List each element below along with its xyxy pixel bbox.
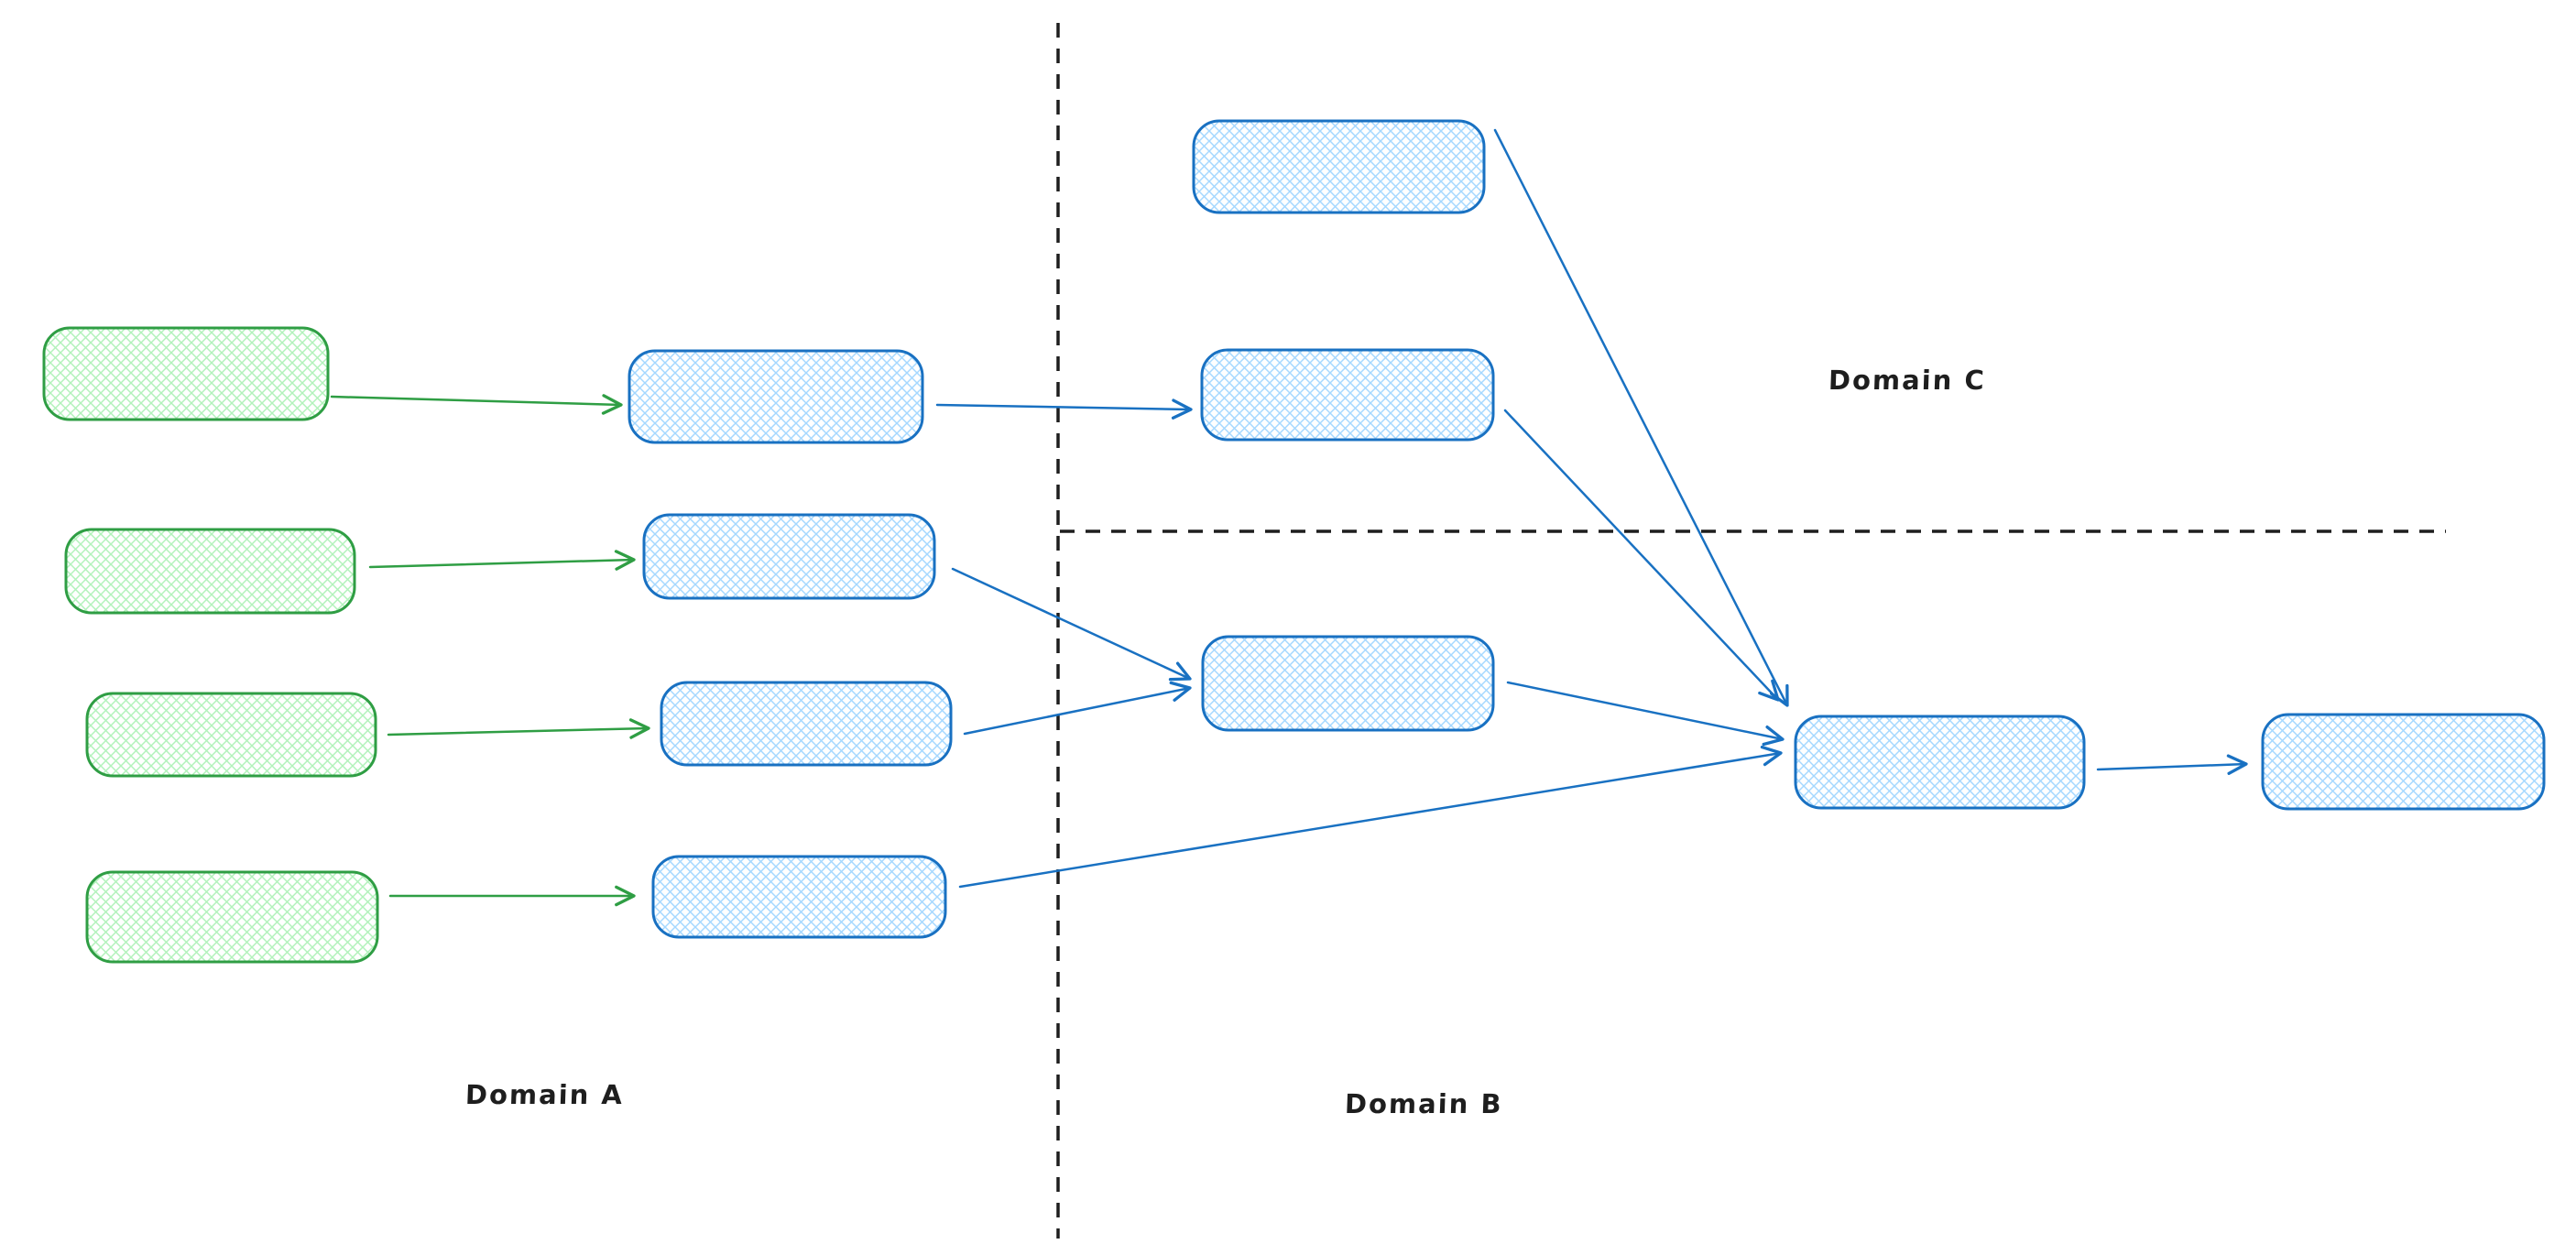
domain-c-label[interactable]: Domain C bbox=[1828, 365, 1987, 396]
node-blue-output[interactable] bbox=[2261, 713, 2546, 811]
edge-green-source-3-to-blue-stage1-3[interactable] bbox=[387, 718, 650, 739]
node-green-source-3[interactable] bbox=[85, 692, 377, 778]
node-blue-stage2-mid[interactable] bbox=[1200, 348, 1495, 442]
node-blue-stage1-4[interactable] bbox=[651, 855, 947, 939]
edge-blue-stage1-4-to-blue-aggregator[interactable] bbox=[958, 745, 1783, 889]
edge-blue-aggregator-to-blue-output[interactable] bbox=[2096, 754, 2248, 775]
domain-a-label[interactable]: Domain A bbox=[464, 1079, 625, 1110]
edge-blue-stage2-mid-to-blue-aggregator[interactable] bbox=[1503, 409, 1780, 702]
domain-b-label[interactable]: Domain B bbox=[1344, 1088, 1504, 1119]
node-blue-stage2-low[interactable] bbox=[1201, 635, 1495, 732]
edge-green-source-2-to-blue-stage1-2[interactable] bbox=[368, 550, 636, 571]
edge-green-source-1-to-blue-stage1-1[interactable] bbox=[330, 394, 623, 415]
node-blue-stage1-1[interactable] bbox=[628, 349, 924, 444]
node-blue-stage1-3[interactable] bbox=[660, 681, 953, 767]
node-green-source-4[interactable] bbox=[85, 870, 379, 964]
node-blue-aggregator[interactable] bbox=[1794, 715, 2086, 810]
edge-blue-stage1-3-to-blue-stage2-low[interactable] bbox=[963, 681, 1192, 736]
node-green-source-1[interactable] bbox=[42, 326, 330, 421]
edge-blue-stage2-top-to-blue-aggregator[interactable] bbox=[1493, 128, 1789, 707]
edge-blue-stage1-2-to-blue-stage2-low[interactable] bbox=[951, 567, 1192, 682]
edge-blue-stage1-1-to-blue-stage2-mid[interactable] bbox=[935, 398, 1193, 420]
edge-blue-stage2-low-to-blue-aggregator[interactable] bbox=[1506, 681, 1785, 747]
node-blue-stage2-top[interactable] bbox=[1192, 119, 1486, 214]
node-green-source-2[interactable] bbox=[64, 528, 356, 615]
node-blue-stage1-2[interactable] bbox=[642, 513, 936, 600]
